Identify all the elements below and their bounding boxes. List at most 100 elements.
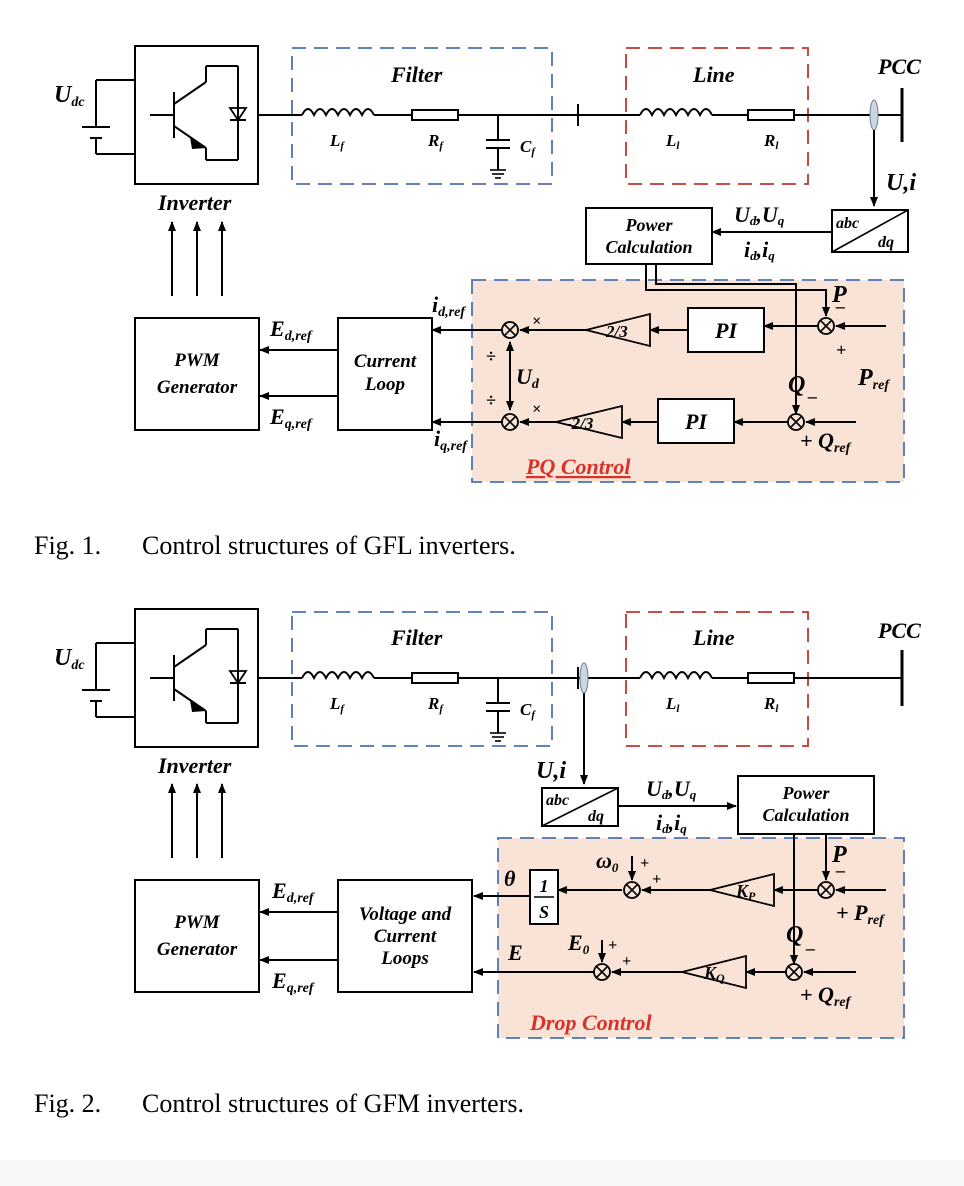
line-resistor: [747, 109, 795, 121]
pcc-label-2: PCC: [877, 618, 921, 643]
p-label: P: [831, 282, 847, 308]
pwm-generator-box-2: [134, 879, 260, 993]
pi-q-label: PI: [684, 409, 708, 434]
lf-label: Lf: [329, 131, 345, 152]
ud-feed-label: Ud: [516, 364, 540, 392]
cf-label: Cf: [520, 137, 536, 158]
svg-text:+: +: [652, 871, 661, 888]
svg-text:–: –: [835, 296, 845, 316]
rl-label-2: Rl: [763, 694, 779, 715]
svg-text:÷: ÷: [486, 390, 496, 410]
filter-capacitor-2: [486, 678, 510, 742]
svg-text:–: –: [835, 860, 845, 880]
fig2-caption-text: Control structures of GFM inverters.: [142, 1089, 524, 1118]
svg-text:+: +: [836, 340, 846, 360]
line-inductor-2: [639, 671, 713, 681]
ud-uq-label: Ud,Uq: [734, 202, 785, 228]
ui-label-2: U,i: [536, 758, 566, 784]
pwm-generator-box: [134, 317, 260, 431]
power-calc-box-2: [737, 775, 875, 835]
current-sensor-2: [579, 662, 589, 694]
e0-label: E0: [567, 930, 590, 957]
ll-label-2: Ll: [665, 694, 680, 715]
fig1-caption-number: Fig. 1.: [34, 531, 101, 560]
drop-control-boundary: [497, 837, 905, 1039]
filter-label: Filter: [390, 62, 443, 87]
svg-text:–: –: [805, 938, 815, 958]
figure-1: Udc Inverter: [34, 45, 921, 560]
kq-gain: [681, 954, 747, 990]
power-calc-text-1: Power: [625, 215, 674, 235]
integrator-numerator: 1: [540, 876, 549, 896]
dq-text-2: dq: [588, 808, 604, 825]
rl-label: Rl: [763, 131, 779, 152]
svg-text:+: +: [608, 937, 617, 954]
svg-text:–: –: [807, 386, 817, 406]
fig2-caption-number: Fig. 2.: [34, 1089, 101, 1118]
udc-label: Udc: [54, 82, 85, 110]
udc-label-2: Udc: [54, 645, 85, 673]
abc-text: abc: [836, 215, 859, 232]
pi-d-label: PI: [714, 318, 738, 343]
pwm-2-text-1: PWM: [173, 912, 221, 933]
filter-label-2: Filter: [390, 625, 443, 650]
ud-uq-label-2: Ud,Uq: [646, 776, 697, 802]
iq-ref-label: iq,ref: [434, 426, 468, 454]
igbt-icon-2: [150, 628, 248, 724]
filter-inductor-2: [301, 671, 375, 681]
line-label: Line: [692, 62, 735, 87]
pi-block-d: [687, 307, 765, 353]
svg-text:+: +: [640, 855, 649, 872]
gain-neg-2-3: [555, 404, 623, 440]
vc-loop-text-3: Loops: [380, 948, 429, 969]
pcc-label: PCC: [877, 54, 921, 79]
filter-resistor: [411, 109, 459, 121]
voltage-current-loops-box: [337, 879, 473, 993]
line-resistor-2: [747, 672, 795, 684]
lf-label-2: Lf: [329, 694, 345, 715]
inverter-label: Inverter: [157, 190, 232, 215]
filter-inductor: [301, 108, 375, 118]
page-bottom-band: [0, 1160, 964, 1186]
vc-loop-text-1: Voltage and: [359, 904, 452, 925]
ed-ref-label-2: Ed,ref: [271, 878, 315, 906]
pq-control-boundary: [471, 279, 905, 483]
id-iq-label-2: id,iq: [656, 810, 687, 836]
pi-block-q: [657, 398, 735, 444]
ll-label: Ll: [665, 131, 680, 152]
filter-capacitor: [486, 115, 510, 179]
dq-text: dq: [878, 234, 894, 251]
rf-label: Rf: [427, 131, 444, 152]
gain-d-text: 2/3: [605, 322, 628, 341]
omega0-label: ω0: [596, 848, 619, 875]
pwm-2-text-2: Generator: [157, 939, 238, 960]
pref-label-2: + Pref: [836, 900, 885, 928]
pref-label: Pref: [857, 365, 890, 393]
abc-text-2: abc: [546, 792, 569, 809]
cf-label-2: Cf: [520, 700, 536, 721]
fig1-caption-text: Control structures of GFL inverters.: [142, 531, 516, 560]
kp-text: KP: [735, 881, 756, 903]
svg-text:÷: ÷: [486, 346, 496, 366]
drop-control-title: Drop Control: [529, 1010, 653, 1035]
pq-control-title: PQ Control: [525, 454, 631, 479]
id-iq-label: id,iq: [744, 237, 775, 263]
current-loop-text-2: Loop: [364, 374, 405, 395]
omega-sum-junction: [623, 881, 641, 899]
inverter-label-2: Inverter: [157, 753, 232, 778]
svg-text:+: +: [622, 953, 631, 970]
ed-ref-label: Ed,ref: [269, 316, 313, 344]
pwm-text-2: Generator: [157, 377, 238, 398]
vc-loop-text-2: Current: [374, 926, 437, 947]
svg-text:×: ×: [532, 313, 541, 330]
dc-source: [82, 79, 135, 155]
kp-gain: [709, 872, 775, 908]
current-sensor: [869, 99, 879, 131]
q-label: Q: [788, 372, 805, 398]
id-ref-label: id,ref: [432, 292, 466, 320]
line-inductor: [639, 108, 713, 118]
eq-ref-label: Eq,ref: [269, 404, 313, 432]
theta-label: θ: [504, 866, 516, 891]
p-feedback: [645, 264, 830, 317]
